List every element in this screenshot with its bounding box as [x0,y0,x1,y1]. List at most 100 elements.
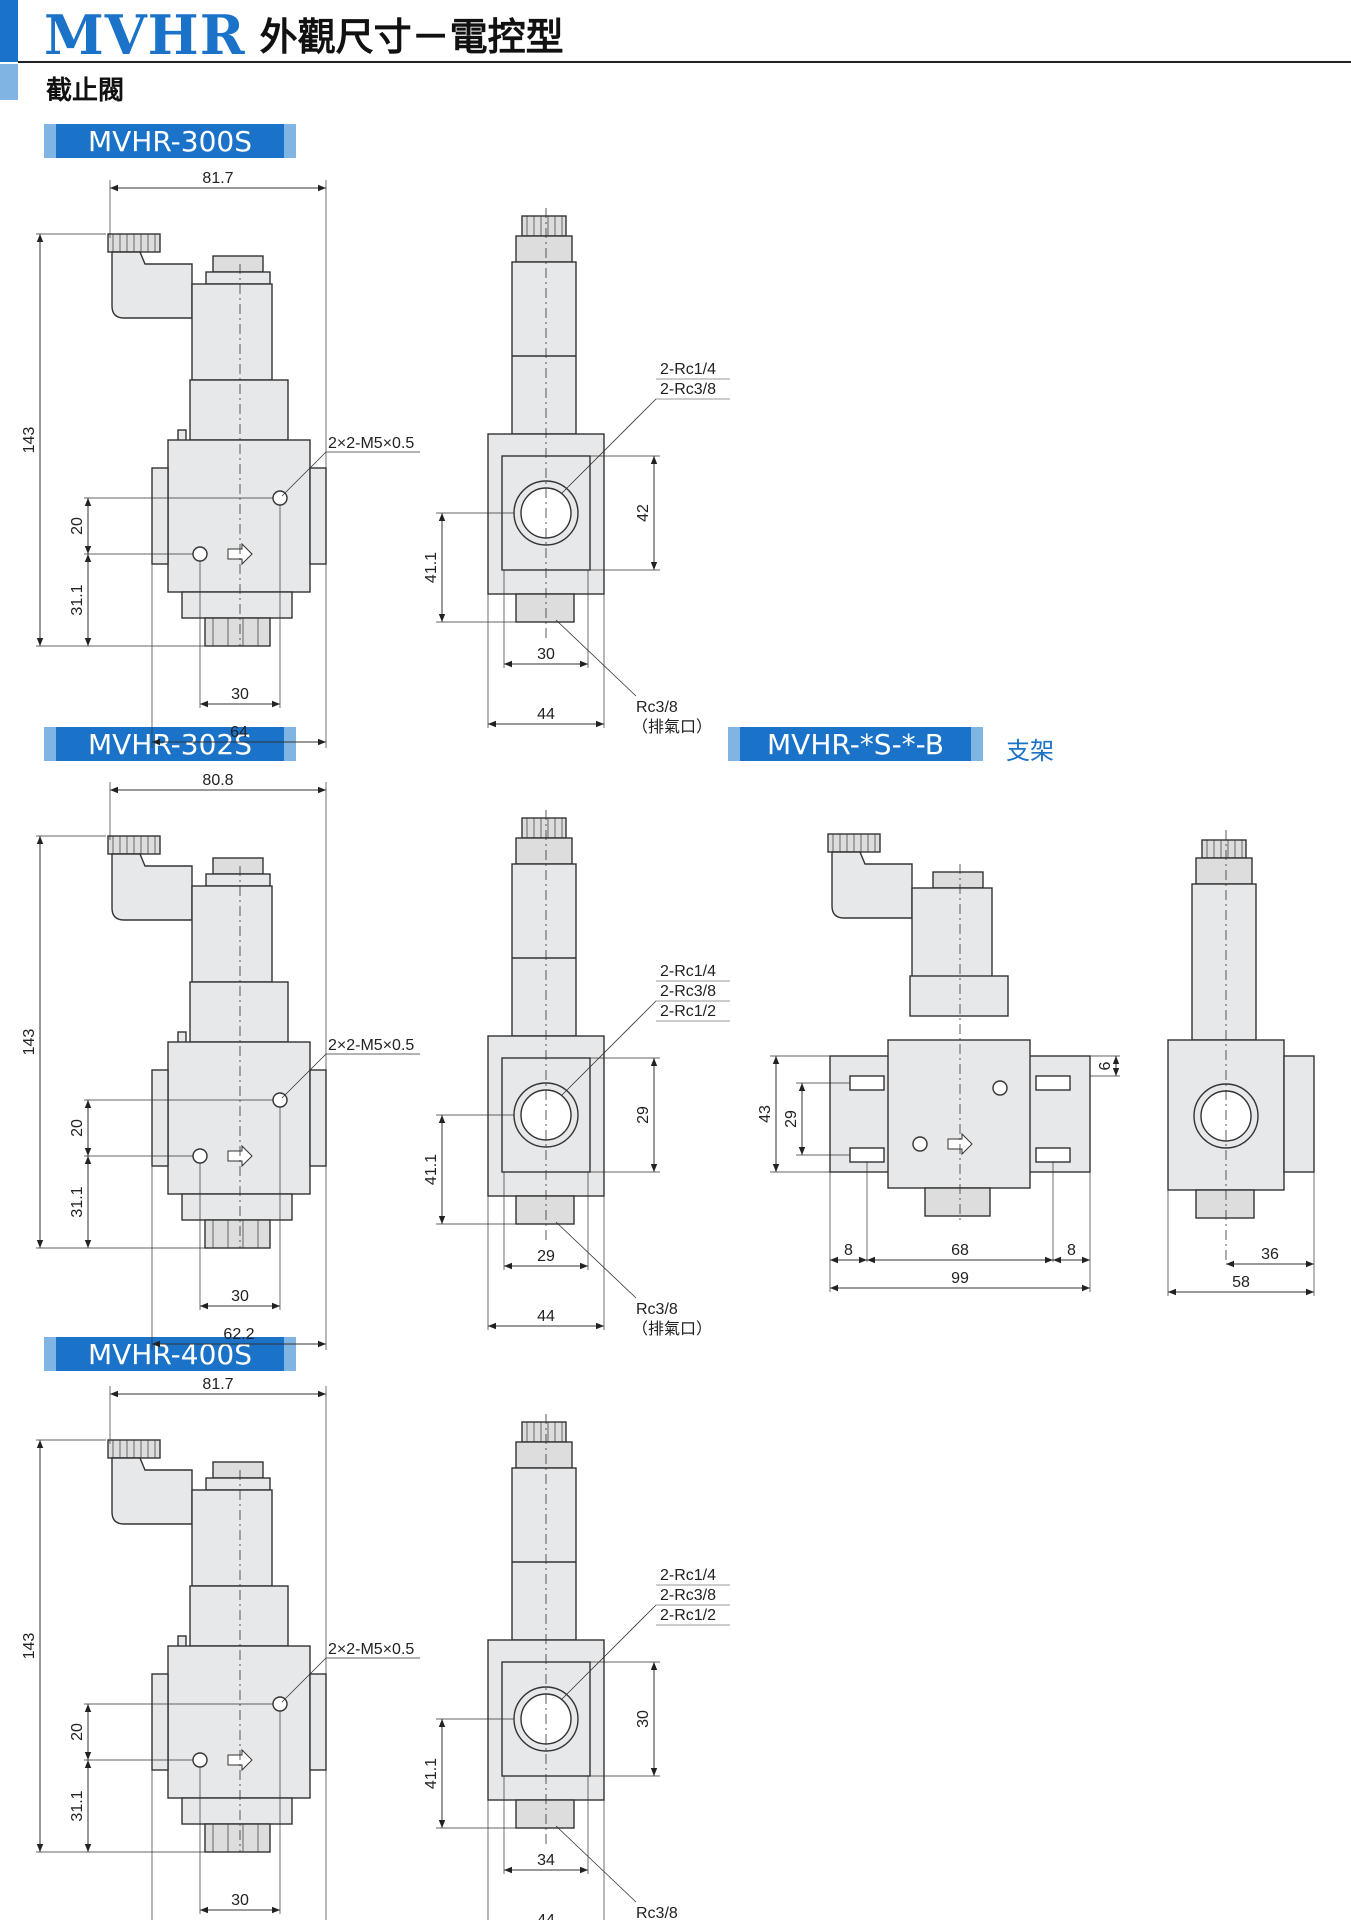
dim-mid-label: 68 [951,1242,969,1259]
coil-body [111,251,193,319]
side-nut [515,837,573,865]
bonnet [189,981,289,1043]
ports-label-1: 2-Rc3/8 [660,381,716,398]
dim-left-label: 8 [844,1242,853,1259]
side-nut [515,235,573,263]
br-operator-top [932,871,984,889]
exhaust-nut [204,617,271,647]
dim-side-width-label: 44 [537,1308,555,1325]
side-exhaust-nut [515,1799,575,1829]
dim-side-height2-label: 41.1 [423,1154,440,1185]
leader-exhaust [555,1825,637,1903]
dim-port-width-label: 29 [537,1248,555,1265]
operator-ring [205,271,271,285]
ports-label-0: 2-Rc1/4 [660,1567,716,1584]
model-tag-300s: MVHR-300S [44,124,296,158]
bracket-side-view: 36 58 [1167,830,1315,1296]
dim-h2-label: 29 [783,1110,800,1128]
dim-side-total-label: 58 [1232,1274,1250,1291]
dim-width-top-label: 81.7 [202,170,233,187]
dim-a-label: 20 [69,517,86,535]
leader-port [281,1053,327,1099]
dim-c-label: 30 [231,1892,249,1909]
bracket-slot [849,1147,885,1163]
left-boss [151,467,169,565]
br-coil-body [831,851,913,919]
left-boss [151,1069,169,1167]
port-label: 2×2-M5×0.5 [328,1037,414,1054]
ports-label-2: 2-Rc1/2 [660,1607,716,1624]
leader-port [281,1657,327,1703]
side-exhaust-nut [515,1195,575,1225]
solenoid-stem [191,885,273,983]
bonnet [189,379,289,441]
side-nut [515,1441,573,1469]
subheader-accent-bar [0,64,18,100]
dim-d-label: 62.2 [223,1326,254,1343]
dim-b-label: 31.1 [69,1186,86,1217]
model-tag-bracket: MVHR-*S-*-B [728,727,983,761]
dim-width-top-label: 80.8 [202,772,233,789]
exhaust-nut [204,1219,271,1249]
header-accent-bar [0,0,18,62]
br-bonnet [909,975,1009,1017]
side-view-2: 3041.134442-Rc1/42-Rc3/82-Rc1/2Rc3/8（排氣口… [423,1414,730,1920]
side-stem [511,261,577,435]
page-header: MVHR 外觀尺寸－電控型 [44,2,564,62]
port-label: 2×2-M5×0.5 [328,435,414,452]
brs-stem [1191,883,1257,1041]
side-stem [511,863,577,1037]
dim-side-height-label: 29 [635,1106,652,1124]
dim-side-in-label: 36 [1261,1246,1279,1263]
leader-ports [561,1000,657,1096]
dim-b-label: 31.1 [69,1790,86,1821]
solenoid-stem [191,1489,273,1587]
body-base [181,1797,293,1825]
bonnet [189,1585,289,1647]
dim-h1-label: 43 [757,1105,774,1123]
brs-bracket [1283,1055,1315,1173]
coil-body [111,1457,193,1525]
valve-body [167,1041,311,1195]
dim-width-top-label: 81.7 [202,1376,233,1393]
m5-port-lower [192,546,208,562]
brs-nut [1195,857,1253,885]
dim-height-label: 143 [21,1633,38,1660]
exhaust-label: Rc3/8 [636,699,678,716]
exhaust-label: Rc3/8 [636,1905,678,1920]
solenoid-stem [191,283,273,381]
header-rule [18,61,1351,63]
br-m5-port-upper [992,1080,1008,1096]
ports-label-0: 2-Rc1/4 [660,963,716,980]
dim-height-label: 143 [21,427,38,454]
dim-side-height2-label: 41.1 [423,1758,440,1789]
body-base [181,1193,293,1221]
operator-top [212,857,264,875]
ports-label-1: 2-Rc3/8 [660,983,716,1000]
side-view-1: 2941.129442-Rc1/42-Rc3/82-Rc1/2Rc3/8（排氣口… [423,810,730,1338]
exhaust-note: （排氣口） [632,718,712,736]
side-stem [511,1467,577,1641]
page-subtitle: 截止閥 [46,76,125,106]
brs-exhaust-nut [1195,1189,1255,1219]
port-label: 2×2-M5×0.5 [328,1641,414,1658]
exhaust-label: Rc3/8 [636,1301,678,1318]
right-boss [309,1069,327,1167]
body-base [181,591,293,619]
bracket-note: 支架 [1006,737,1054,765]
br-exhaust-nut [924,1187,991,1217]
brand-title: MVHR [44,3,246,67]
operator-ring [205,1477,271,1491]
dim-a-label: 20 [69,1723,86,1741]
m5-port-lower [192,1148,208,1164]
dim-c-label: 30 [231,1288,249,1305]
right-boss [309,467,327,565]
operator-top [212,255,264,273]
leader-ports [561,398,657,494]
operator-ring [205,873,271,887]
